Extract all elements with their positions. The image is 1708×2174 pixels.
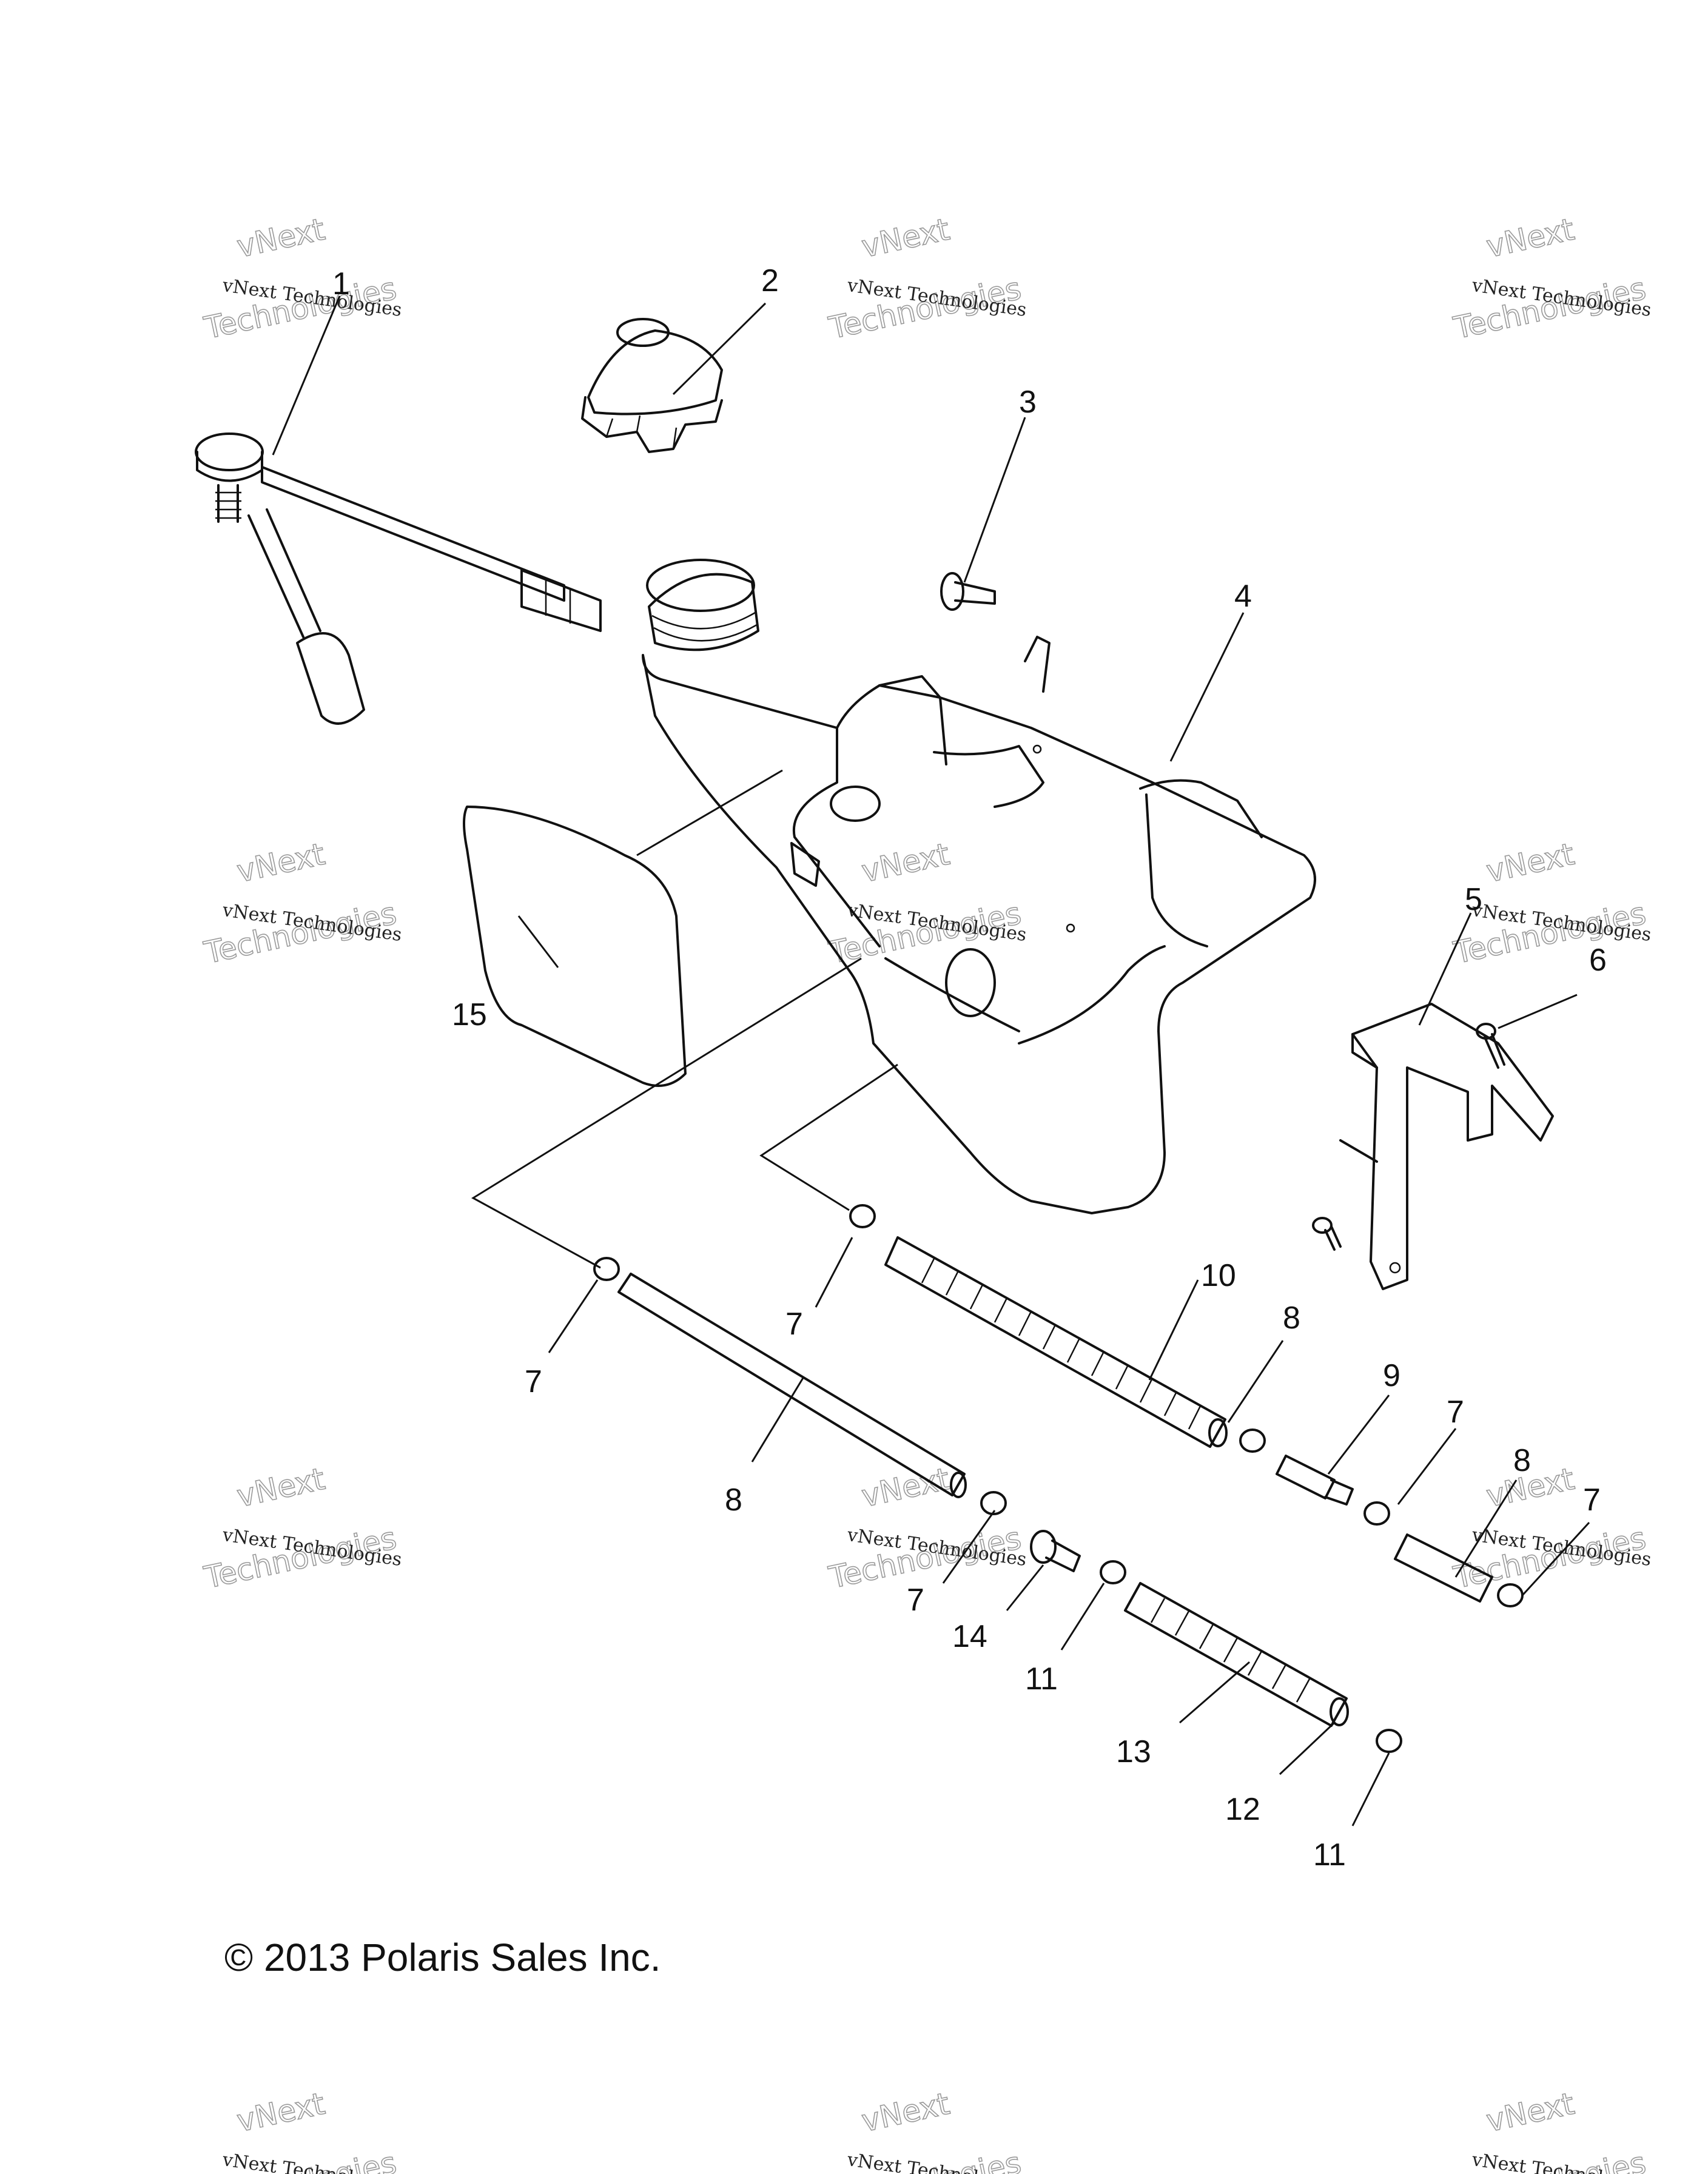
watermark: vNext Technologies vNext Technologies <box>1450 1461 1653 1596</box>
fuel-tank-part <box>642 559 1316 1214</box>
callout-7: 7 <box>525 1364 542 1399</box>
watermark: vNext Technologies vNext Technologies <box>201 1461 403 1596</box>
watermark: vNext Technologies vNext Technologies <box>1450 211 1653 346</box>
callout-7: 7 <box>907 1583 924 1618</box>
svg-text:vNext: vNext <box>859 212 953 264</box>
callout-14: 14 <box>952 1619 987 1654</box>
fitting-part <box>1030 1530 1081 1572</box>
watermark: vNext Technologies vNext Technologies <box>825 211 1028 346</box>
watermark: vNext Technologies vNext Technologies <box>825 2085 1028 2174</box>
svg-text:vNext: vNext <box>1484 212 1578 264</box>
callout-7: 7 <box>1447 1395 1464 1430</box>
ribbed-hose-part <box>884 1236 1228 1448</box>
callout-6: 6 <box>1589 943 1607 978</box>
svg-text:vNext: vNext <box>859 836 953 889</box>
callout-8: 8 <box>725 1482 742 1518</box>
callout-7: 7 <box>785 1307 803 1342</box>
callout-1: 1 <box>332 266 350 301</box>
fuel-cap-part <box>581 318 723 453</box>
screw-part <box>1312 1023 1505 1251</box>
callout-5: 5 <box>1465 882 1482 917</box>
svg-text:vNext: vNext <box>234 1461 328 1514</box>
copyright-notice: © 2013 Polaris Sales Inc. <box>224 1936 661 1979</box>
callout-4: 4 <box>1234 579 1252 614</box>
svg-text:vNext: vNext <box>1484 2086 1578 2139</box>
callout-2: 2 <box>761 263 779 298</box>
fuel-filter-part <box>1276 1455 1354 1506</box>
bracket-part <box>1339 1003 1554 1290</box>
watermarks: vNext Technologies vNext Technologies vN… <box>201 211 1653 2174</box>
svg-text:vNext: vNext <box>859 2086 953 2139</box>
callout-numbers: 1 2 3 4 5 6 15 7 7 10 8 9 7 8 7 8 7 14 1… <box>332 263 1607 1873</box>
callout-8: 8 <box>1283 1301 1300 1336</box>
watermark: vNext Technologies vNext Technologies <box>201 836 403 971</box>
svg-text:vNext: vNext <box>234 2086 328 2139</box>
callout-7: 7 <box>1583 1482 1601 1518</box>
ribbed-hose-part-lower <box>1124 1582 1349 1727</box>
svg-text:vNext: vNext <box>234 212 328 264</box>
hose-clamps <box>593 1204 1524 1753</box>
bolt-part <box>940 572 996 611</box>
callout-12: 12 <box>1225 1792 1260 1827</box>
callout-3: 3 <box>1019 385 1037 420</box>
callout-8: 8 <box>1513 1443 1531 1478</box>
watermark: vNext Technologies vNext Technologies <box>1450 2085 1653 2174</box>
leader-lines <box>272 295 1590 1826</box>
callout-15: 15 <box>452 997 487 1032</box>
watermark: vNext Technologies vNext Technologies <box>201 2085 403 2174</box>
callout-10: 10 <box>1201 1258 1236 1293</box>
svg-text:vNext: vNext <box>234 836 328 889</box>
hose-part <box>617 1273 967 1498</box>
watermark: vNext Technologies vNext Technologies <box>825 836 1028 971</box>
callout-11: 11 <box>1025 1661 1058 1697</box>
callout-13: 13 <box>1116 1734 1151 1769</box>
gasket-pad-part <box>463 806 687 1087</box>
svg-text:vNext: vNext <box>1484 836 1578 889</box>
callout-11: 11 <box>1313 1837 1346 1873</box>
fuel-sender-part <box>195 432 602 725</box>
watermark: vNext Technologies vNext Technologies <box>201 211 403 346</box>
watermark: vNext Technologies vNext Technologies <box>825 1461 1028 1596</box>
callout-9: 9 <box>1383 1358 1400 1393</box>
